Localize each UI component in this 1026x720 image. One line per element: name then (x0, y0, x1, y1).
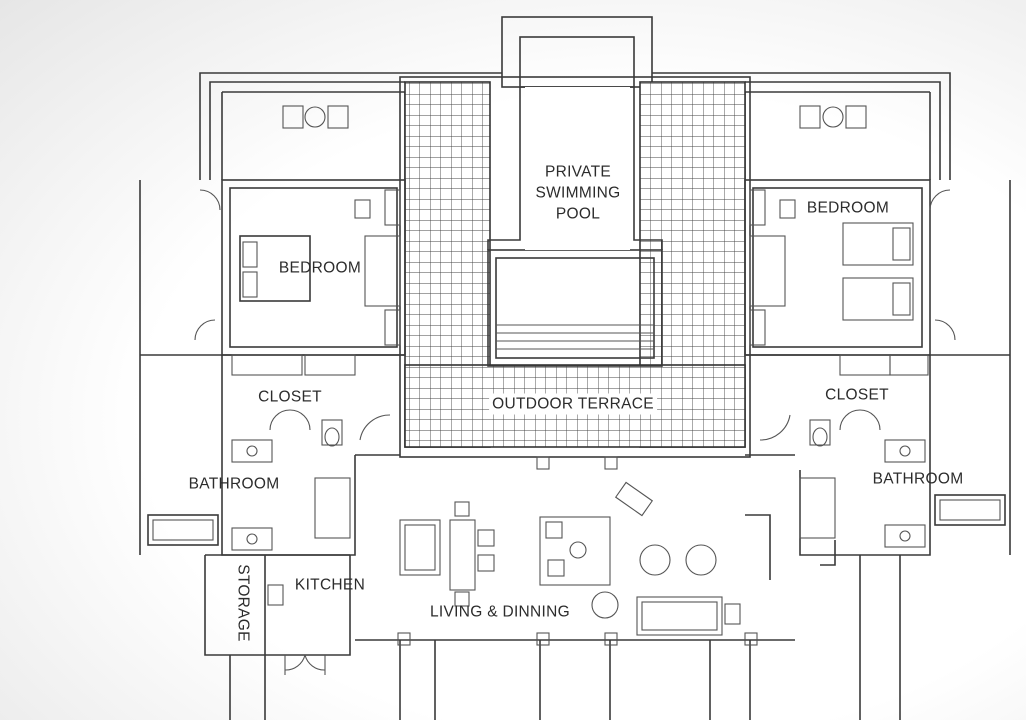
closet-right-label: CLOSET (825, 386, 889, 404)
living-dining-area (355, 456, 795, 720)
swimming-pool (487, 87, 663, 367)
kitchen-label: KITCHEN (294, 576, 366, 594)
storage-label: STORAGE (234, 564, 252, 642)
living-dining-label: LIVING & DINNING (429, 603, 571, 621)
bedroom-left-label: BEDROOM (278, 259, 362, 277)
pool-label-line-3: POOL (555, 205, 601, 223)
terrace-label: OUTDOOR TERRACE (489, 393, 657, 415)
bathroom-right-label: BATHROOM (872, 470, 964, 488)
closet-left-label: CLOSET (258, 388, 322, 406)
bathroom-left-label: BATHROOM (188, 475, 280, 493)
left-wing-walls (139, 105, 406, 720)
pool-label: PRIVATE SWIMMING POOL (535, 162, 620, 225)
bedroom-right-label: BEDROOM (806, 199, 890, 217)
pool-label-line-1: PRIVATE (544, 163, 612, 181)
pool-label-line-2: SWIMMING (535, 184, 621, 202)
right-wing-walls (744, 105, 1011, 720)
